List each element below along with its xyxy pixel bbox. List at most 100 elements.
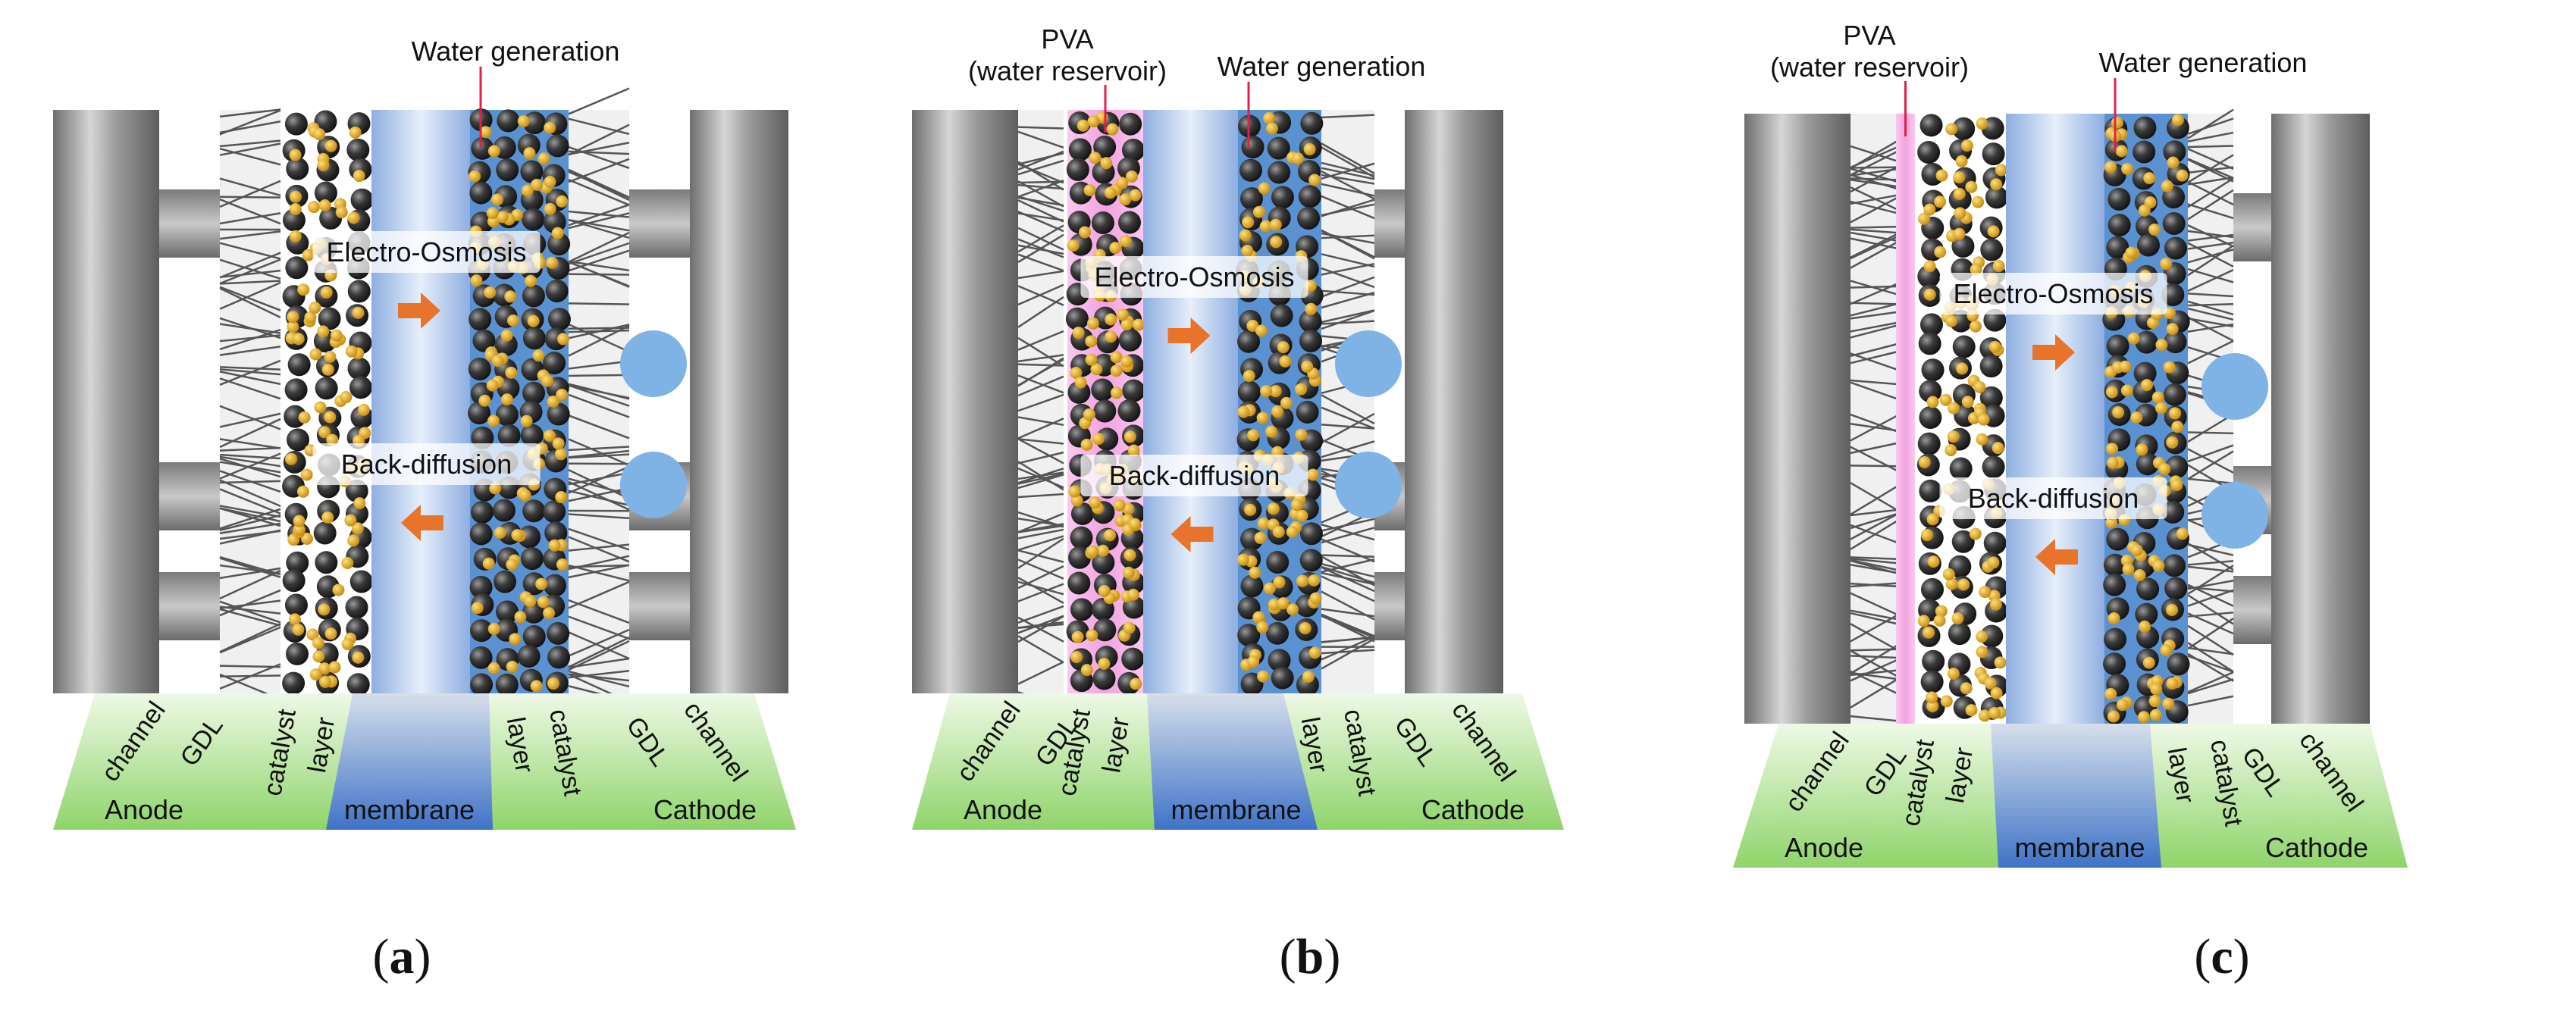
carbon-particle-icon [1237, 380, 1261, 404]
carbon-particle-icon [2163, 554, 2186, 577]
platinum-particle-icon [1976, 630, 1988, 643]
anode-rib [159, 572, 220, 640]
platinum-particle-icon [506, 660, 519, 673]
platinum-particle-icon [1269, 385, 1282, 398]
platinum-particle-icon [2120, 384, 2133, 397]
platinum-particle-icon [506, 558, 519, 571]
platinum-particle-icon [1972, 196, 1985, 208]
membrane-base [1991, 724, 2161, 868]
carbon-particle-icon [318, 307, 341, 330]
platinum-particle-icon [1087, 115, 1100, 128]
platinum-particle-icon [1129, 518, 1142, 530]
platinum-particle-icon [509, 633, 522, 646]
platinum-particle-icon [1926, 691, 1938, 704]
carbon-particle-icon [2165, 455, 2189, 479]
platinum-particle-icon [1923, 626, 1935, 639]
platinum-particle-icon [504, 290, 517, 303]
carbon-particle-icon [1299, 549, 1323, 572]
platinum-particle-icon [1934, 246, 1947, 258]
platinum-particle-icon [287, 321, 299, 333]
platinum-particle-icon [2127, 332, 2140, 345]
carbon-particle-icon [1271, 186, 1294, 209]
carbon-particle-icon [517, 644, 541, 668]
platinum-particle-icon [2130, 411, 2143, 424]
platinum-particle-icon [349, 126, 362, 139]
platinum-particle-icon [2138, 620, 2151, 633]
carbon-particle-icon [522, 381, 546, 405]
platinum-particle-icon [1948, 402, 1960, 415]
carbon-particle-icon [284, 593, 308, 617]
membrane-layer [2006, 114, 2104, 724]
platinum-particle-icon [345, 345, 358, 358]
platinum-particle-icon [1097, 544, 1110, 557]
platinum-particle-icon [309, 668, 322, 680]
carbon-particle-icon [346, 138, 370, 161]
platinum-particle-icon [1990, 687, 2003, 699]
platinum-particle-icon [555, 491, 568, 504]
platinum-particle-icon [1303, 143, 1316, 156]
platinum-particle-icon [1973, 380, 1986, 393]
platinum-particle-icon [2111, 116, 2123, 129]
platinum-particle-icon [1953, 227, 1966, 240]
back-diffusion-label: Back-diffusion [1109, 460, 1280, 491]
platinum-particle-icon [2155, 339, 2168, 352]
water-generation-label: Water generation [412, 36, 620, 67]
platinum-particle-icon [543, 607, 556, 620]
carbon-particle-icon [545, 279, 569, 302]
platinum-particle-icon [1085, 353, 1098, 366]
platinum-particle-icon [317, 158, 330, 171]
platinum-particle-icon [543, 429, 556, 442]
platinum-particle-icon [1070, 494, 1083, 507]
platinum-particle-icon [2106, 443, 2119, 455]
platinum-particle-icon [1302, 670, 1315, 683]
platinum-particle-icon [547, 395, 559, 408]
platinum-particle-icon [2115, 145, 2128, 158]
platinum-particle-icon [1926, 513, 1939, 526]
platinum-particle-icon [1992, 260, 2005, 273]
platinum-particle-icon [486, 207, 499, 220]
platinum-particle-icon [321, 511, 334, 524]
platinum-particle-icon [312, 650, 325, 663]
carbon-particle-icon [1118, 328, 1142, 352]
platinum-particle-icon [1953, 187, 1966, 200]
carbon-particle-icon [286, 428, 309, 452]
platinum-particle-icon [2171, 114, 2184, 127]
carbon-particle-icon [470, 673, 494, 696]
platinum-particle-icon [1268, 598, 1280, 611]
platinum-particle-icon [1119, 193, 1132, 206]
platinum-particle-icon [318, 426, 331, 439]
carbon-particle-icon [286, 551, 309, 574]
carbon-particle-icon [346, 673, 370, 696]
platinum-particle-icon [1951, 612, 1964, 625]
platinum-particle-icon [335, 206, 348, 219]
carbon-particle-icon [469, 646, 493, 669]
platinum-particle-icon [535, 577, 548, 590]
platinum-particle-icon [1070, 651, 1083, 664]
platinum-particle-icon [1072, 326, 1085, 339]
carbon-particle-icon [543, 210, 566, 233]
platinum-particle-icon [289, 203, 302, 216]
platinum-particle-icon [1918, 455, 1931, 468]
platinum-particle-icon [1247, 655, 1260, 668]
carbon-particle-icon [1299, 309, 1322, 333]
platinum-particle-icon [1296, 574, 1309, 587]
back-diffusion-label-bg [312, 443, 541, 485]
anode-label: Anode [105, 794, 183, 825]
platinum-particle-icon [1279, 355, 1292, 368]
water-generation-label: Water generation [1217, 51, 1426, 82]
platinum-particle-icon [321, 363, 334, 376]
platinum-particle-icon [1083, 408, 1095, 421]
platinum-particle-icon [517, 114, 530, 127]
platinum-particle-icon [352, 651, 365, 664]
platinum-particle-icon [546, 256, 559, 269]
platinum-particle-icon [491, 355, 504, 368]
pva-label: PVA [1843, 20, 1895, 51]
platinum-particle-icon [494, 527, 506, 540]
platinum-particle-icon [324, 411, 337, 424]
platinum-particle-icon [1086, 629, 1098, 642]
platinum-particle-icon [1080, 438, 1093, 451]
platinum-particle-icon [1286, 603, 1299, 616]
